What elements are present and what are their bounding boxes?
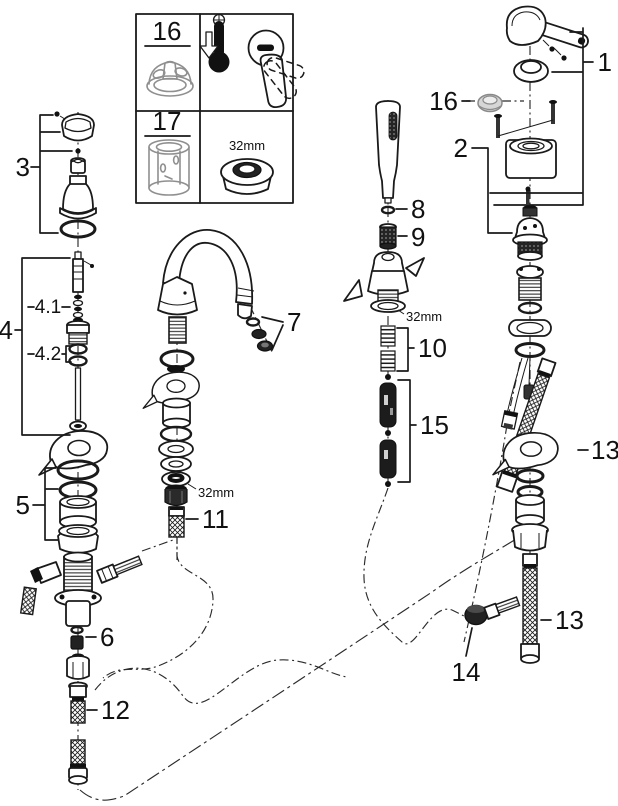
callout-6: 6 bbox=[100, 622, 114, 652]
inset-nut-size-label: 32mm bbox=[229, 138, 265, 153]
callout-1: 1 bbox=[598, 47, 612, 77]
callout-13b: 13 bbox=[555, 605, 584, 635]
o-ring bbox=[70, 625, 84, 635]
callout-2: 2 bbox=[454, 133, 468, 163]
supply-hose-12 bbox=[68, 681, 88, 785]
callout-5: 5 bbox=[16, 490, 30, 520]
escutcheon-cap-16 bbox=[477, 93, 503, 113]
callout-brackets bbox=[14, 27, 594, 711]
diverter-valve-body bbox=[19, 551, 143, 680]
springs-10 bbox=[380, 325, 396, 372]
cartridge-sleeve-drawing bbox=[148, 139, 190, 196]
mousseur-parts-7 bbox=[245, 317, 274, 352]
check-valve-9 bbox=[379, 223, 397, 250]
lever-handle-assembly-1 bbox=[505, 5, 589, 83]
callout-4: 4 bbox=[0, 315, 13, 345]
washer bbox=[167, 365, 185, 373]
callout-15: 15 bbox=[420, 410, 449, 440]
hose-weight-15 bbox=[379, 374, 397, 487]
hose-routing-steep bbox=[463, 424, 508, 643]
hose-routing-scurve bbox=[363, 487, 465, 645]
valve-spindle-assembly-4 bbox=[66, 251, 94, 432]
hose-end-11 bbox=[168, 506, 185, 538]
shower-nut-size-label: 32mm bbox=[406, 309, 442, 324]
callout-7: 7 bbox=[287, 307, 301, 337]
callout-13: 13 bbox=[591, 435, 618, 465]
inset-cell-nut: 32mm bbox=[220, 138, 274, 195]
inset-17-label: 17 bbox=[153, 106, 182, 136]
hand-shower-wand bbox=[375, 100, 401, 204]
callout-4-2: 4.2 bbox=[35, 344, 61, 365]
spout-nut-size-label: 32mm bbox=[198, 485, 234, 500]
spout-assembly bbox=[157, 229, 274, 373]
o-ring bbox=[514, 342, 546, 358]
o-ring bbox=[159, 425, 193, 443]
cartridge-assembly bbox=[512, 186, 548, 261]
callout-3: 3 bbox=[16, 152, 30, 182]
mounting-nut-drawing bbox=[220, 158, 274, 195]
callout-labels: 1 2 3 4 4.1 4.2 5 6 7 8 9 10 11 12 13 13… bbox=[0, 47, 618, 725]
seal-stack-4-1 bbox=[74, 294, 82, 300]
inset-legend-box: 16 bbox=[135, 13, 305, 204]
o-ring bbox=[59, 219, 97, 239]
callout-16: 16 bbox=[429, 86, 458, 116]
braided-hose-stub bbox=[19, 586, 38, 616]
inset-cell-thermometer bbox=[199, 13, 305, 109]
callout-14: 14 bbox=[452, 657, 481, 687]
arrow-down-icon bbox=[199, 31, 219, 59]
callout-9: 9 bbox=[411, 222, 425, 252]
shower-holder-escutcheon bbox=[343, 251, 425, 315]
hose-routing-wave bbox=[94, 659, 348, 704]
callout-12: 12 bbox=[101, 695, 130, 725]
o-ring bbox=[56, 459, 100, 481]
o-ring bbox=[517, 301, 543, 315]
callout-8: 8 bbox=[411, 194, 425, 224]
side-port-bolt bbox=[96, 555, 143, 584]
o-ring-4-2 bbox=[68, 343, 88, 355]
o-ring-4-2 bbox=[68, 355, 88, 367]
callout-11: 11 bbox=[202, 504, 229, 534]
hose-routing-diagonal bbox=[79, 533, 525, 801]
o-ring-8 bbox=[380, 205, 396, 215]
elbow-fitting-14 bbox=[464, 596, 521, 626]
lever-handle-icon bbox=[247, 29, 305, 109]
elbow-outlet bbox=[19, 561, 62, 616]
callout-4-1: 4.1 bbox=[35, 297, 61, 318]
mounting-bridge-2 bbox=[494, 100, 557, 179]
inset-16-label: 16 bbox=[153, 16, 182, 46]
escutcheon-cap-drawing bbox=[146, 60, 194, 97]
hand-shower-holder bbox=[492, 431, 559, 476]
callout-10: 10 bbox=[418, 333, 447, 363]
o-ring bbox=[515, 468, 545, 484]
inset-cell-17: 17 bbox=[144, 106, 191, 196]
mounting-stack-5 bbox=[56, 459, 100, 554]
spout-mounting-stack bbox=[158, 397, 197, 507]
hose-routing-loop bbox=[102, 535, 214, 679]
hose-end-fitting bbox=[500, 410, 519, 430]
stop-handle-assembly-3 bbox=[54, 111, 97, 239]
shower-port-stack bbox=[511, 468, 549, 552]
braided-hose-13-lower bbox=[520, 553, 540, 664]
check-valve-6 bbox=[70, 635, 84, 650]
inset-cell-16: 16 bbox=[144, 16, 194, 97]
